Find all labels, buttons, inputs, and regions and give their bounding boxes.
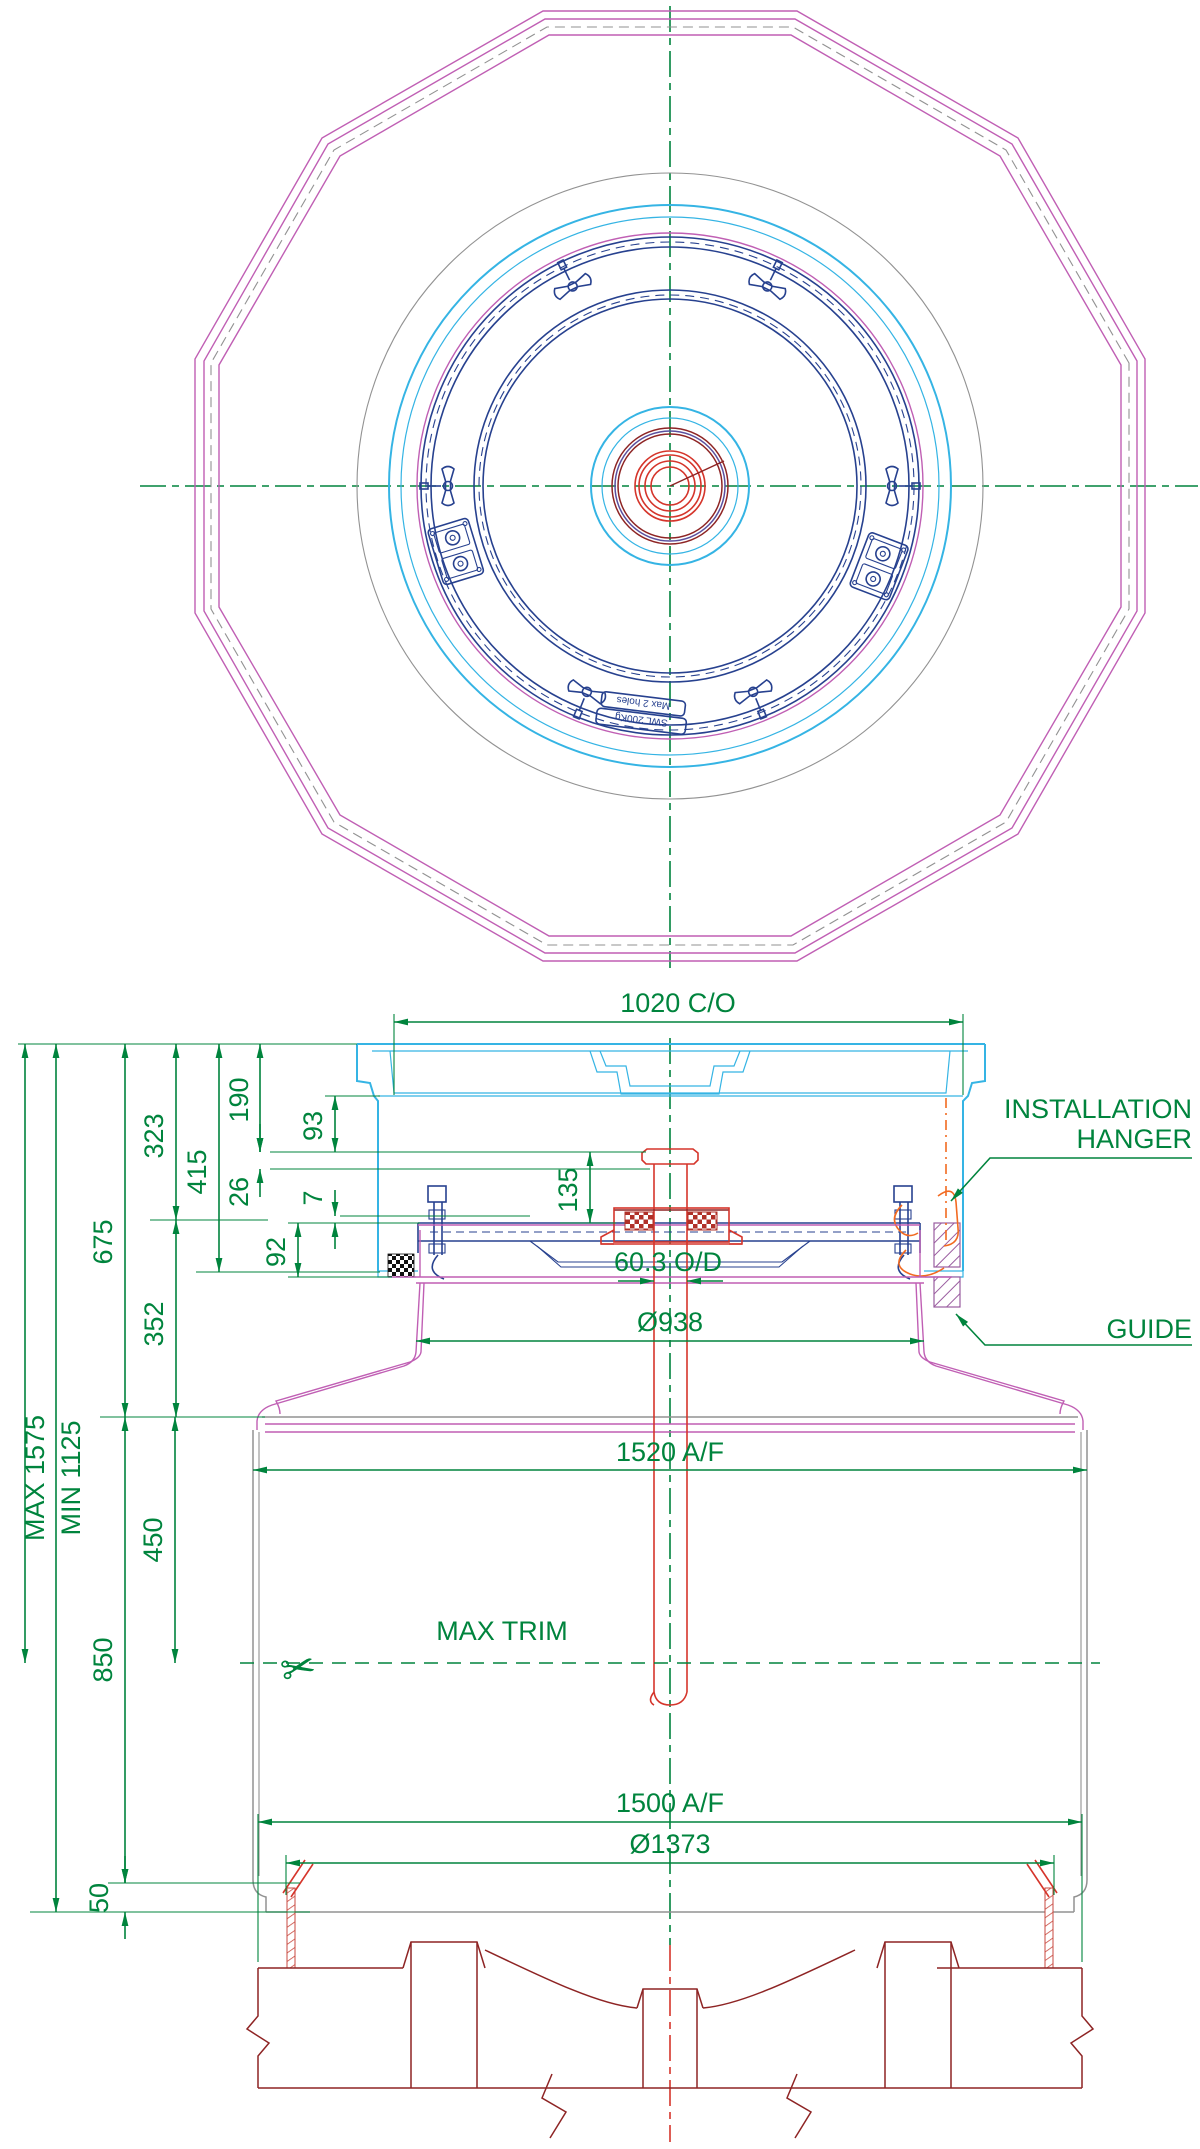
dim-450: 450 — [138, 1517, 168, 1562]
dim-352: 352 — [139, 1301, 169, 1346]
skirt — [256, 1224, 1084, 1433]
circle-cyan-inner — [400, 216, 940, 756]
dim-50: 50 — [84, 1883, 114, 1913]
plan-view: SWL 200Kg Max 2 holes — [140, 6, 1198, 968]
swl-badge: SWL 200Kg Max 2 holes — [595, 690, 688, 736]
dim-938: Ø938 — [637, 1307, 703, 1337]
circle-cover-inner — [482, 298, 858, 674]
dim-190: 190 — [224, 1077, 254, 1122]
center-red-3 — [644, 460, 696, 512]
scissors-icon: ✂ — [276, 1642, 320, 1695]
chamber — [252, 1416, 1088, 1913]
latch-box-left — [426, 516, 486, 587]
dim-max-1575: MAX 1575 — [20, 1415, 50, 1541]
callout-hanger: HANGER — [1076, 1124, 1192, 1154]
dimension-texts: 1020 C/O 190 93 323 415 26 7 135 675 92 … — [20, 988, 1192, 1913]
extension-lines — [18, 1014, 1083, 1962]
center-red-4 — [650, 466, 690, 506]
clamp-top-right — [746, 251, 798, 302]
center-red-2 — [638, 454, 702, 518]
dim-415: 415 — [182, 1149, 212, 1194]
callout-guide: GUIDE — [1106, 1314, 1192, 1344]
center-cyan-outer — [590, 406, 750, 566]
circle-gray — [356, 172, 984, 800]
dim-1500-af: 1500 A/F — [616, 1788, 724, 1818]
dim-min-1125: MIN 1125 — [56, 1420, 86, 1535]
clamp-top-left — [542, 251, 594, 302]
guide-block-lower — [933, 1276, 961, 1308]
rim-dodecagon-inner — [218, 34, 1122, 937]
corrugated-riser — [245, 1859, 1095, 2139]
circle-cover-dashed — [478, 294, 862, 678]
circle-magenta-seat — [416, 232, 924, 740]
clamp-bottom-right — [732, 678, 783, 726]
pipe-seal — [600, 1207, 743, 1245]
dim-93: 93 — [298, 1111, 328, 1141]
dim-7: 7 — [298, 1190, 328, 1205]
center-red-1 — [634, 450, 706, 522]
gasket-block-left — [387, 1253, 415, 1278]
dim-323: 323 — [139, 1113, 169, 1158]
rim-dodecagon-2 — [203, 18, 1138, 954]
dim-1373: Ø1373 — [629, 1829, 710, 1859]
latch-left — [427, 1185, 447, 1280]
label-max-trim: MAX TRIM — [436, 1616, 568, 1646]
dim-603-od: 60.3 O/D — [614, 1247, 722, 1277]
section-view: 1020 C/O 190 93 323 415 26 7 135 675 92 … — [18, 988, 1192, 2142]
center-seam-line — [669, 460, 725, 487]
center-maroon-2 — [617, 433, 723, 539]
dim-26: 26 — [224, 1177, 254, 1207]
dim-1020-co: 1020 C/O — [620, 988, 736, 1018]
center-maroon-1 — [611, 427, 729, 545]
dim-1520-af: 1520 A/F — [616, 1437, 724, 1467]
rim-dodecagon-dashed — [210, 26, 1130, 946]
latch-right — [893, 1185, 913, 1280]
center-purple-ring — [614, 430, 726, 542]
dim-135: 135 — [553, 1167, 583, 1212]
circle-bolt-ring-dashed — [425, 241, 915, 731]
dimension-lines — [21, 1018, 1192, 1939]
dim-675: 675 — [88, 1219, 118, 1264]
circle-cover-outer — [473, 289, 867, 683]
dim-92: 92 — [261, 1237, 291, 1267]
rim-dodecagon-outer — [194, 10, 1146, 962]
clamp-bottom-left — [557, 678, 608, 726]
center-cyan-inner — [601, 417, 739, 555]
installation-hanger — [893, 1098, 960, 1277]
dim-850: 850 — [88, 1637, 118, 1682]
callout-installation: INSTALLATION — [1004, 1094, 1192, 1124]
circle-cyan-outer — [388, 204, 952, 768]
circle-bolt-ring-outer — [420, 236, 920, 736]
inner-cover-plate — [417, 1185, 921, 1280]
